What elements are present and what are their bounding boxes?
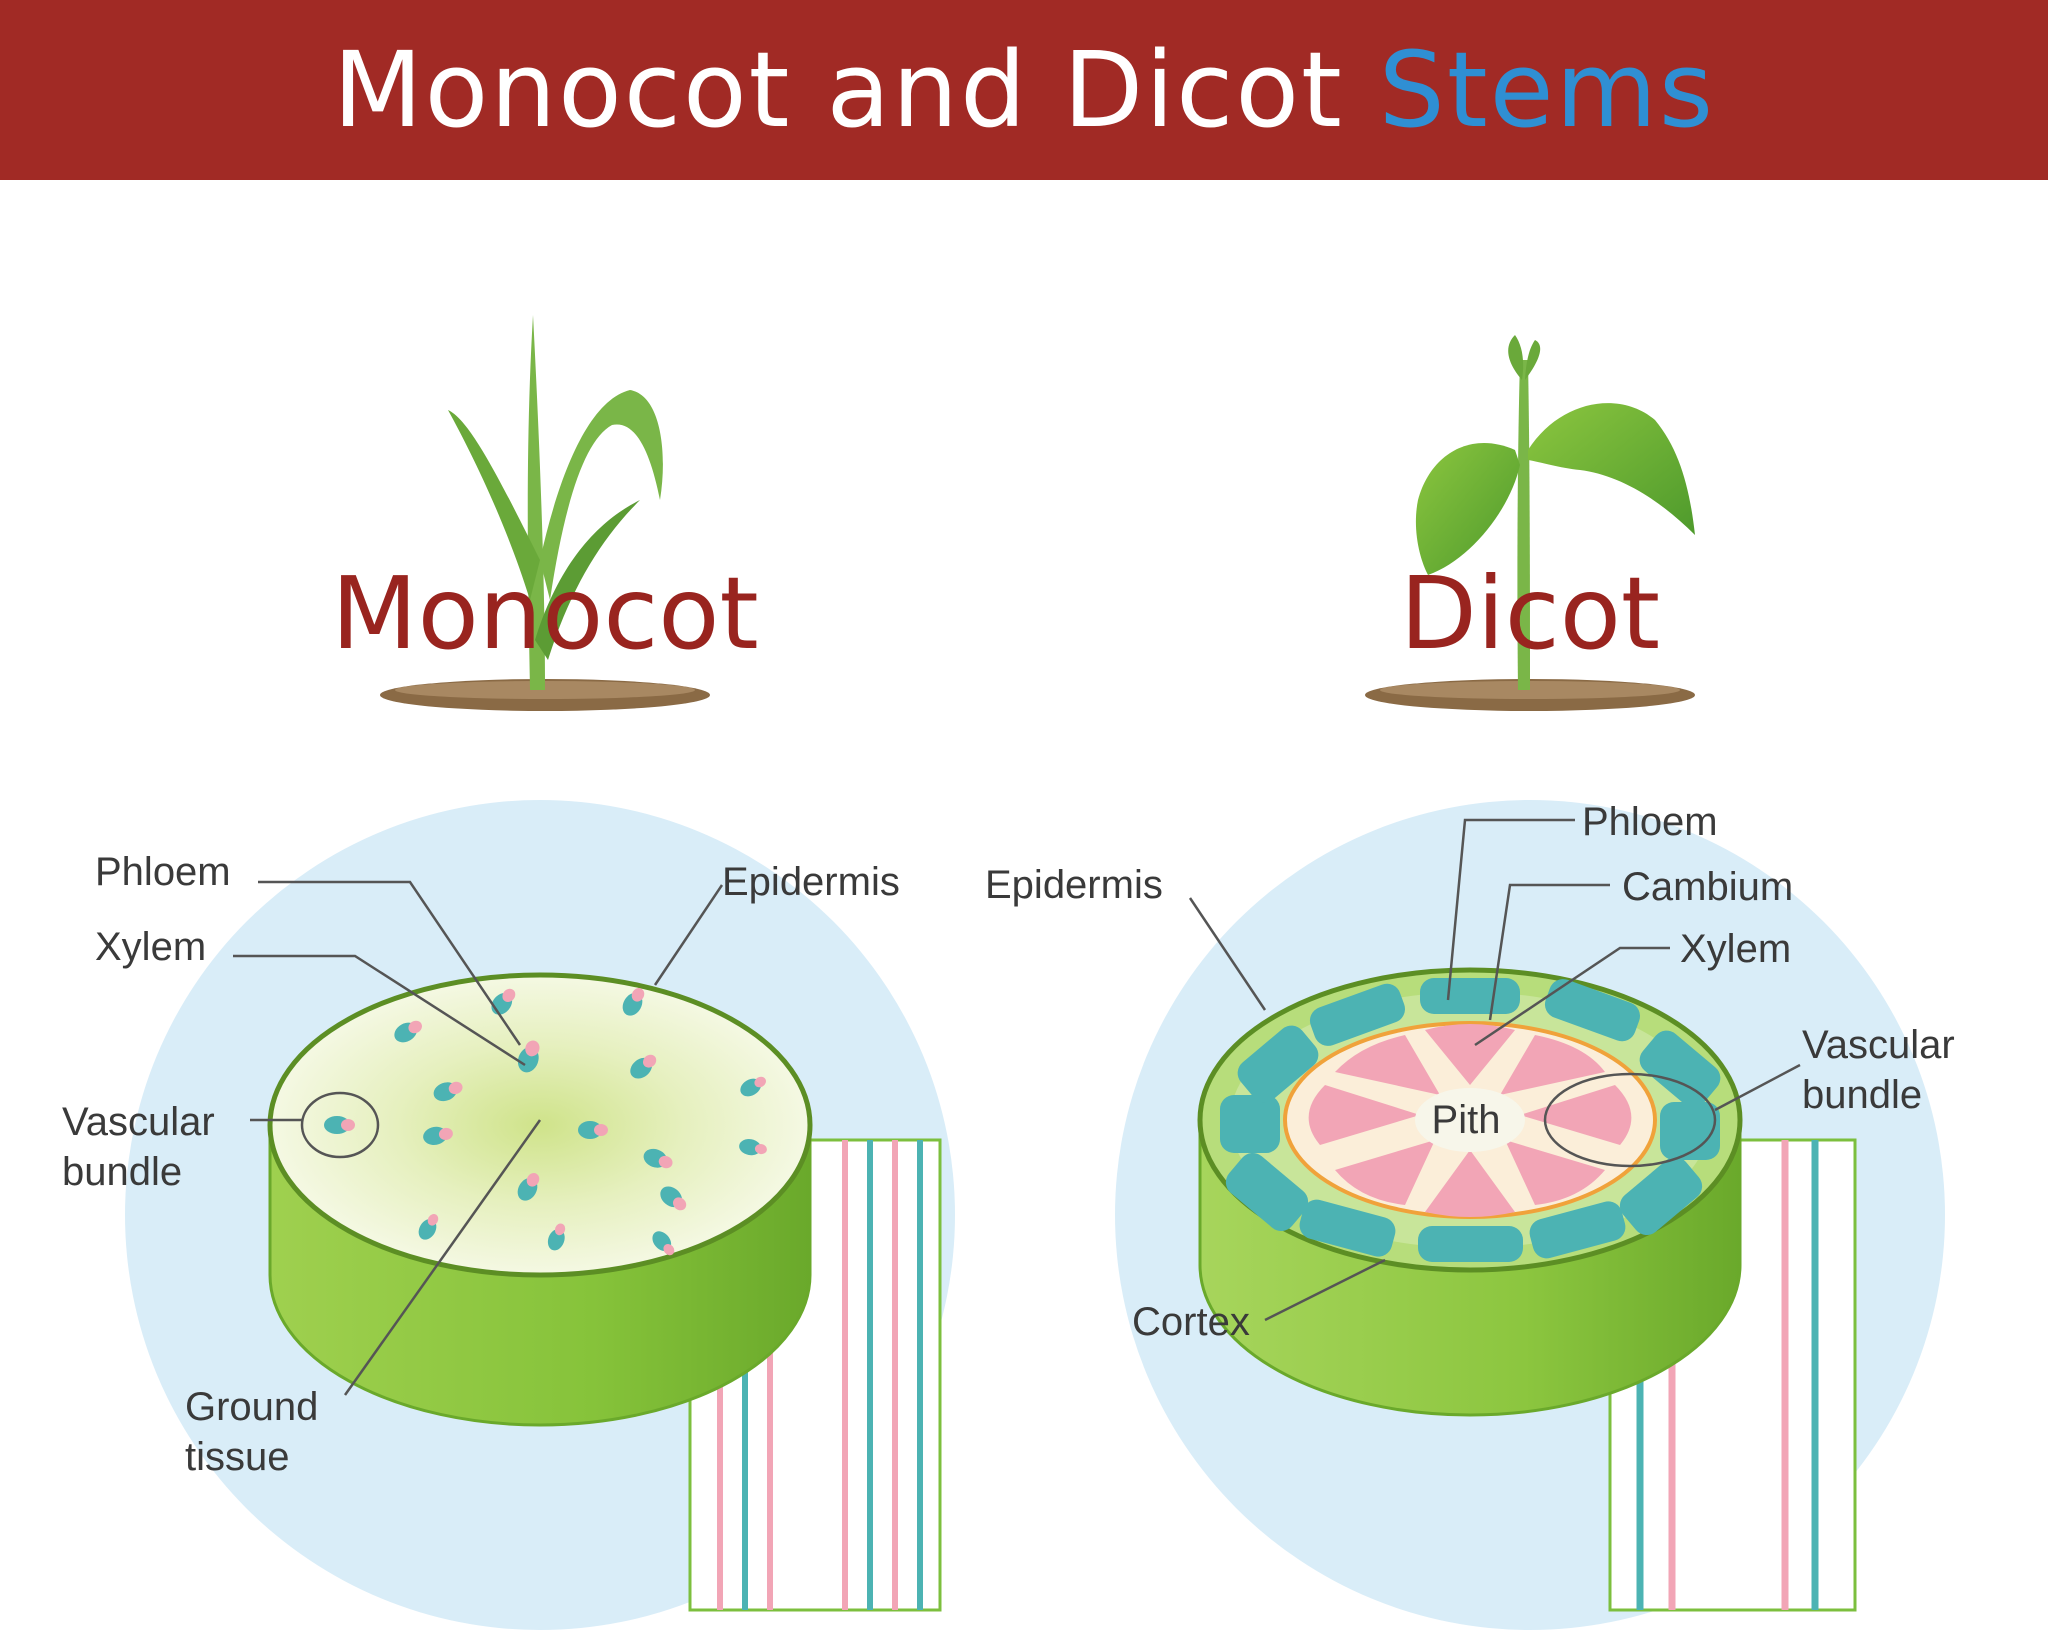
title-main-text: Monocot and Dicot [332,29,1344,151]
dicot-plant-illustration [1365,335,1695,711]
dicot-label-vascular-bundle-1: Vascular [1802,1023,1955,1067]
dicot-phloem-blocks [1220,978,1721,1262]
dicot-pith [1415,1088,1525,1152]
dicot-bud [1508,335,1541,380]
dicot-label-cortex: Cortex [1132,1300,1250,1344]
dicot-left-leaf [1415,443,1520,575]
dicot-stalk [1517,360,1530,690]
dicot-pointer-lines [1188,818,1801,1322]
title-banner [0,0,2048,180]
dicot-stem-cross-section [1197,967,1743,1417]
monocot-bundle-callout-circle [300,1091,380,1159]
monocot-label-vascular-bundle-1: Vascular [62,1100,215,1144]
dicot-bundle-callout-ellipse [1543,1072,1717,1168]
monocot-heading: Monocot [331,555,758,672]
monocot-label-phloem: Phloem [95,850,231,894]
monocot-label-vascular-bundle-2: bundle [62,1150,182,1194]
monocot-stem-cross-section [267,972,813,1427]
title-accent-text: Stems [1378,29,1716,151]
monocot-label-epidermis: Epidermis [722,860,900,904]
monocot-pointer-lines [233,880,724,1396]
dicot-label-cambium: Cambium [1622,865,1793,909]
monocot-label-xylem: Xylem [95,925,206,969]
monocot-highlighted-bundle [324,1116,355,1134]
dicot-label-xylem: Xylem [1680,927,1791,971]
dicot-label-epidermis: Epidermis [985,863,1163,907]
monocot-plant-illustration [380,315,710,711]
dicot-xylem-wedges [1308,1024,1632,1217]
monocot-label-ground-tissue-2: tissue [185,1435,290,1479]
monocot-stalk [527,315,545,690]
monocot-label-ground-tissue-1: Ground [185,1385,318,1429]
dicot-right-leaf [1528,403,1695,535]
monocot-group: Monocot [62,315,955,1630]
page-title: Monocot and Dicot Stems [0,0,2048,180]
dicot-label-phloem: Phloem [1582,800,1718,844]
dicot-label-pith: Pith [1432,1098,1501,1142]
dicot-heading: Dicot [1400,555,1660,672]
dicot-label-vascular-bundle-2: bundle [1802,1073,1922,1117]
dicot-group: Dicot [985,335,1955,1630]
